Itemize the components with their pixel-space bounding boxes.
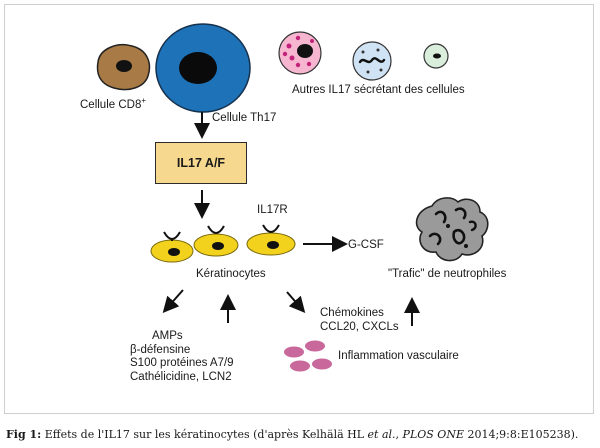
label-ccl: CCL20, CXCLs — [320, 321, 399, 333]
keratinocyte-cell-icon — [246, 224, 296, 256]
label-chemokines: Chémokines — [320, 307, 384, 319]
amps-item: S100 protéines A7/9 — [130, 357, 234, 369]
label-gcsf: G-CSF — [348, 239, 384, 251]
arrow-to-chemokines — [286, 291, 306, 314]
th17-cell-icon — [155, 23, 251, 113]
il17af-label: IL17 A/F — [176, 156, 226, 170]
label-trafic: "Trafic" de neutrophiles — [388, 268, 507, 280]
small-cell-icon — [423, 43, 449, 69]
amps-item: β-défensine — [130, 343, 191, 356]
keratinocyte-cell-icon — [150, 231, 194, 263]
label-th17-cell: Cellule Th17 — [212, 112, 277, 124]
label-keratinocytes: Kératinocytes — [196, 268, 266, 280]
mast-cell-icon — [352, 41, 392, 81]
label-other-cells: Autres IL17 sécrétant des cellules — [292, 84, 465, 96]
label-inflammation: Inflammation vasculaire — [338, 350, 459, 362]
amps-item: Cathélicidine, LCN2 — [130, 370, 232, 383]
il17af-box: IL17 A/F — [155, 142, 247, 184]
figure-frame — [4, 4, 594, 414]
amps-list: AMPs β-défensine S100 protéines A7/9 Cat… — [130, 330, 234, 384]
figure-caption: Fig 1: Effets de l'IL17 sur les kératino… — [6, 428, 579, 441]
keratinocyte-cell-icon — [193, 225, 239, 257]
arrow-to-amps — [162, 289, 184, 313]
label-cd8-cell: Cellule CD8+ — [80, 96, 147, 111]
neutrophil-cluster-icon — [415, 197, 489, 262]
amps-heading: AMPs — [152, 330, 183, 342]
diagram-canvas — [96, 23, 489, 372]
cd8-cell-icon — [96, 44, 151, 91]
label-il17r: IL17R — [257, 204, 288, 216]
caption-fig-number: Fig 1: — [6, 428, 42, 441]
vascular-cells-icon — [284, 340, 332, 372]
granulocyte-cell-icon — [278, 31, 322, 75]
